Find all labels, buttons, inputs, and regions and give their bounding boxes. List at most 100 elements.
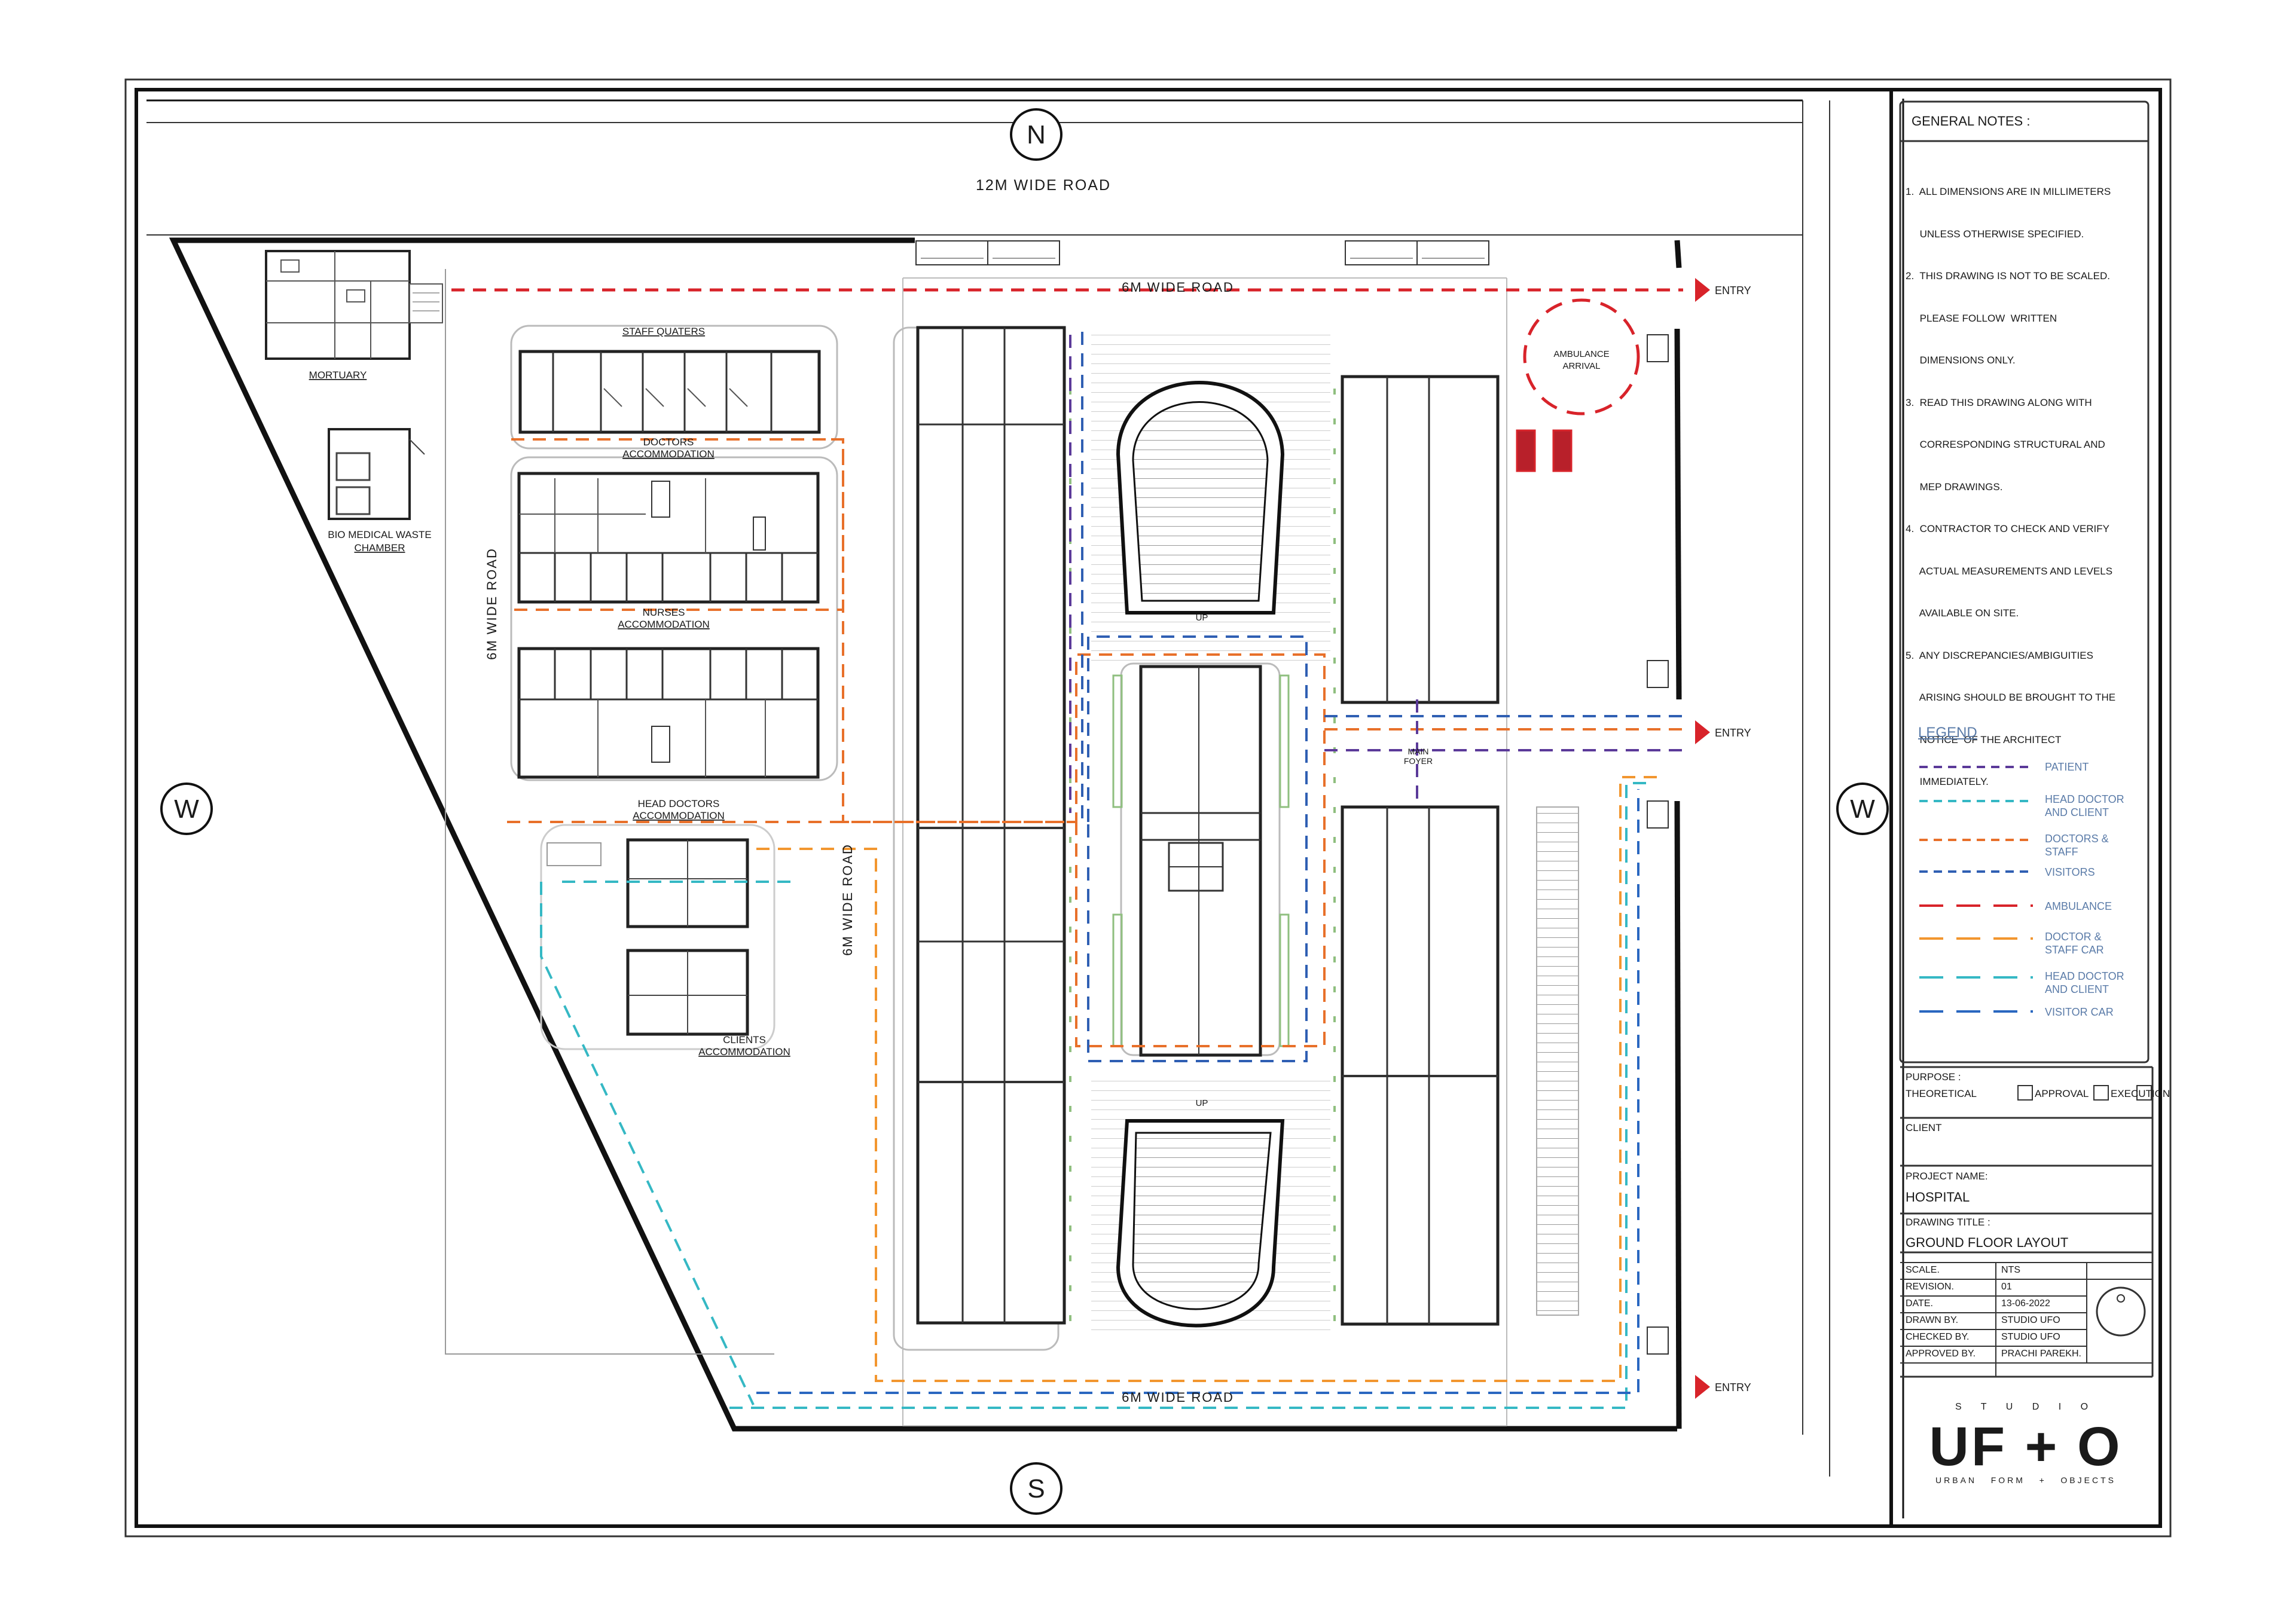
bio-medical-waste-chamber xyxy=(328,428,425,520)
ramp-up-top-label: UP xyxy=(1196,613,1208,623)
doctors-nurses-accommodation xyxy=(510,456,838,781)
purpose-label: PURPOSE : xyxy=(1906,1071,1961,1083)
note-line: AVAILABLE ON SITE. xyxy=(1906,607,2019,619)
mortuary-label: MORTUARY xyxy=(309,369,367,381)
doctors-accommodation-label-1: DOCTORS xyxy=(643,436,694,448)
compass-south-label: S xyxy=(1027,1474,1045,1503)
note-line: DIMENSIONS ONLY. xyxy=(1906,354,2016,366)
ramp-top xyxy=(1116,381,1285,615)
road-label-inner-top: 6M WIDE ROAD xyxy=(1122,280,1234,295)
clients-label-2: ACCOMMODATION xyxy=(698,1046,790,1057)
note-line: MEP DRAWINGS. xyxy=(1906,481,2003,493)
note-line: 1. ALL DIMENSIONS ARE IN MILLIMETERS xyxy=(1906,186,2111,197)
studio-logo: UF + O xyxy=(1929,1416,2123,1477)
note-line: NOTICE OF THE ARCHITECT xyxy=(1906,733,2062,745)
checkbox-execution xyxy=(2136,1085,2152,1101)
ambulance-arrival-label-2: ARRIVAL xyxy=(1562,361,1600,371)
staff-quarters-building xyxy=(510,325,838,450)
compass-north-circle xyxy=(1010,108,1062,161)
head-doctors-label-1: HEAD DOCTORS xyxy=(638,798,720,809)
general-notes-body: 1. ALL DIMENSIONS ARE IN MILLIMETERS UNL… xyxy=(1906,157,2115,803)
entry-label-top: ENTRY xyxy=(1715,285,1751,297)
legend-item-visitor-car: VISITOR CAR xyxy=(2045,1006,2114,1018)
main-foyer-label-1: MAIN xyxy=(1408,747,1429,756)
note-line: 3. READ THIS DRAWING ALONG WITH xyxy=(1906,396,2092,408)
staff-quarters-label: STAFF QUATERS xyxy=(622,326,705,337)
purpose-option-approval: APPROVAL xyxy=(2035,1088,2089,1099)
road-label-top: 12M WIDE ROAD xyxy=(976,177,1111,194)
row-value-approved: PRACHI PAREKH. xyxy=(2001,1349,2081,1359)
purpose-option-theoretical: THEORETICAL xyxy=(1906,1088,1977,1099)
note-line: ACTUAL MEASUREMENTS AND LEVELS xyxy=(1906,565,2113,577)
row-value-scale: NTS xyxy=(2001,1265,2020,1275)
row-label-scale: SCALE. xyxy=(1906,1265,1940,1275)
note-line: CORRESPONDING STRUCTURAL AND xyxy=(1906,439,2105,450)
note-line: PLEASE FOLLOW WRITTEN xyxy=(1906,312,2057,324)
entry-marker-middle xyxy=(1695,720,1710,744)
entry-marker-top xyxy=(1695,278,1710,302)
client-label: CLIENT xyxy=(1906,1122,1942,1133)
note-line: ARISING SHOULD BE BROUGHT TO THE xyxy=(1906,692,2116,703)
note-line: IMMEDIATELY. xyxy=(1906,776,1989,787)
compass-west-label: W xyxy=(174,794,199,824)
main-foyer-label-2: FOYER xyxy=(1404,756,1433,766)
note-line: 2. THIS DRAWING IS NOT TO BE SCALED. xyxy=(1906,270,2110,282)
note-line: 4. CONTRACTOR TO CHECK AND VERIFY xyxy=(1906,523,2110,534)
compass-south-circle xyxy=(1010,1462,1062,1515)
road-label-left: 6M WIDE ROAD xyxy=(484,548,499,660)
hospital-central-block xyxy=(1120,662,1281,1057)
clients-label-1: CLIENTS xyxy=(723,1034,766,1046)
mortuary-building xyxy=(265,250,443,360)
legend-item-doctors-staff: DOCTORS &STAFF xyxy=(2045,833,2109,858)
legend-item-patient: PATIENT xyxy=(2045,761,2089,773)
row-label-drawn: DRAWN BY. xyxy=(1906,1315,1959,1325)
ramp-bottom xyxy=(1116,1119,1285,1328)
legend-item-ambulance: AMBULANCE xyxy=(2045,900,2112,912)
drawing-title: GROUND FLOOR LAYOUT xyxy=(1906,1235,2069,1250)
row-label-revision: REVISION. xyxy=(1906,1282,1954,1292)
row-value-date: 13-06-2022 xyxy=(2001,1298,2050,1309)
row-value-revision: 01 xyxy=(2001,1282,2012,1292)
ambulance-arrival-label-1: AMBULANCE xyxy=(1553,349,1609,359)
hospital-east-wing xyxy=(1341,375,1500,1326)
ramp-up-bottom-label: UP xyxy=(1196,1098,1208,1108)
entry-marker-bottom xyxy=(1695,1375,1710,1399)
purpose-option-execution: EXECUTION xyxy=(2111,1088,2170,1099)
note-line: 5. ANY DISCREPANCIES/AMBIGUITIES xyxy=(1906,649,2093,661)
entry-label-middle: ENTRY xyxy=(1715,727,1751,739)
studio-tagline: URBAN FORM + OBJECTS xyxy=(1935,1475,2116,1485)
checkbox-theoretical xyxy=(2017,1085,2033,1101)
row-label-date: DATE. xyxy=(1906,1298,1933,1309)
nurses-accommodation-label-2: ACCOMMODATION xyxy=(618,619,710,630)
drawing-title-label: DRAWING TITLE : xyxy=(1906,1217,1990,1228)
entry-label-bottom: ENTRY xyxy=(1715,1381,1751,1393)
ambulance-vehicles xyxy=(1516,429,1573,472)
road-label-middle: 6M WIDE ROAD xyxy=(840,843,855,956)
circulation-routes xyxy=(451,288,1683,1409)
ambulance-turning-circle xyxy=(1523,298,1640,415)
project-name: HOSPITAL xyxy=(1906,1190,1970,1205)
project-name-label: PROJECT NAME: xyxy=(1906,1170,1988,1182)
row-value-checked: STUDIO UFO xyxy=(2001,1332,2060,1342)
studio-wordmark: S T U D I O xyxy=(1955,1402,2097,1412)
legend-item-visitors: VISITORS xyxy=(2045,866,2095,878)
doctors-accommodation-label-2: ACCOMMODATION xyxy=(622,448,715,460)
outer-sheet-border xyxy=(124,78,2172,1538)
head-doctors-clients-accommodation xyxy=(540,824,775,1050)
bio-waste-label-2: CHAMBER xyxy=(354,542,405,554)
legend-item-staff-car: DOCTOR &STAFF CAR xyxy=(2045,931,2104,956)
checkbox-approval xyxy=(2093,1085,2109,1101)
legend-swatches xyxy=(1919,766,2033,1013)
site-boundary xyxy=(169,237,1677,1432)
general-notes-frame xyxy=(1899,100,2150,1063)
row-label-checked: CHECKED BY. xyxy=(1906,1332,1970,1342)
head-doctors-label-2: ACCOMMODATION xyxy=(633,810,725,821)
compass-east-label: W xyxy=(1850,794,1875,824)
inner-sheet-border xyxy=(135,88,2162,1528)
compass-north-label: N xyxy=(1027,120,1046,149)
row-value-drawn: STUDIO UFO xyxy=(2001,1315,2060,1325)
bio-waste-label-1: BIO MEDICAL WASTE xyxy=(328,529,432,540)
